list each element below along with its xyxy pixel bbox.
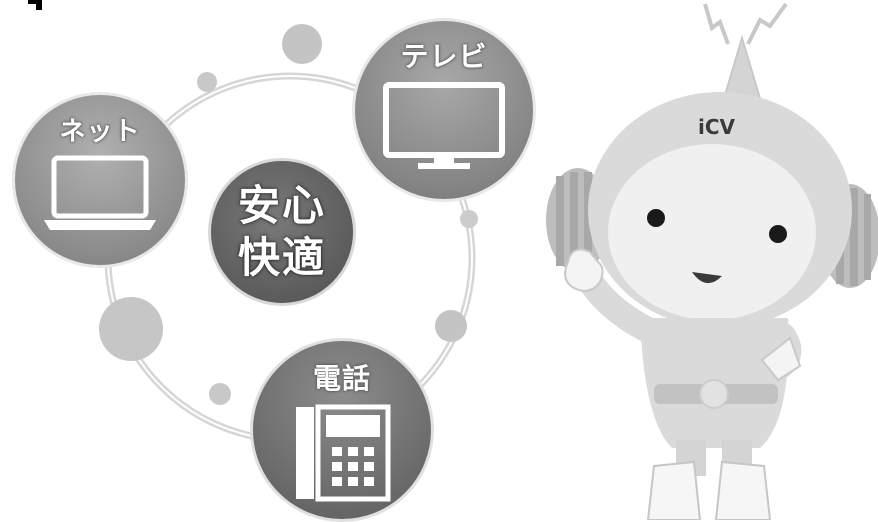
mascot-face (608, 144, 816, 320)
bubble-right (460, 210, 478, 228)
bubble-left (99, 297, 163, 361)
mascot-eye-right (769, 225, 787, 243)
bubble-top (282, 24, 322, 64)
net-circle: ネット (12, 92, 188, 268)
phone-circle: 電話 (250, 338, 434, 522)
mascot-mouth (692, 272, 722, 284)
tv-circle: テレビ (352, 18, 536, 202)
net-label: ネット (59, 117, 141, 147)
phone-icon (296, 404, 391, 502)
bubble-right-low (435, 310, 467, 342)
center-circle: 安心 快適 (208, 158, 356, 306)
mascot-eye-left (647, 209, 665, 227)
tv-label: テレビ (400, 40, 488, 73)
mascot-arm-left (579, 271, 661, 343)
tv-icon (383, 82, 505, 169)
lightning-right-icon (746, 2, 788, 45)
mascot-boot-left (646, 460, 702, 520)
mascot-boot-right (714, 460, 772, 520)
laptop-icon (44, 155, 156, 230)
lightning-left-icon (703, 3, 730, 45)
phone-label: 電話 (312, 362, 371, 395)
center-line-1: 安心 (237, 181, 326, 230)
mascot-glove-right (760, 336, 802, 382)
mascot-logo: iCV (698, 115, 736, 139)
bubble-small-top-left (197, 72, 217, 92)
bubble-bottom-left (209, 383, 231, 405)
center-line-2: 快適 (237, 233, 326, 282)
mascot-glove-left (564, 248, 604, 292)
